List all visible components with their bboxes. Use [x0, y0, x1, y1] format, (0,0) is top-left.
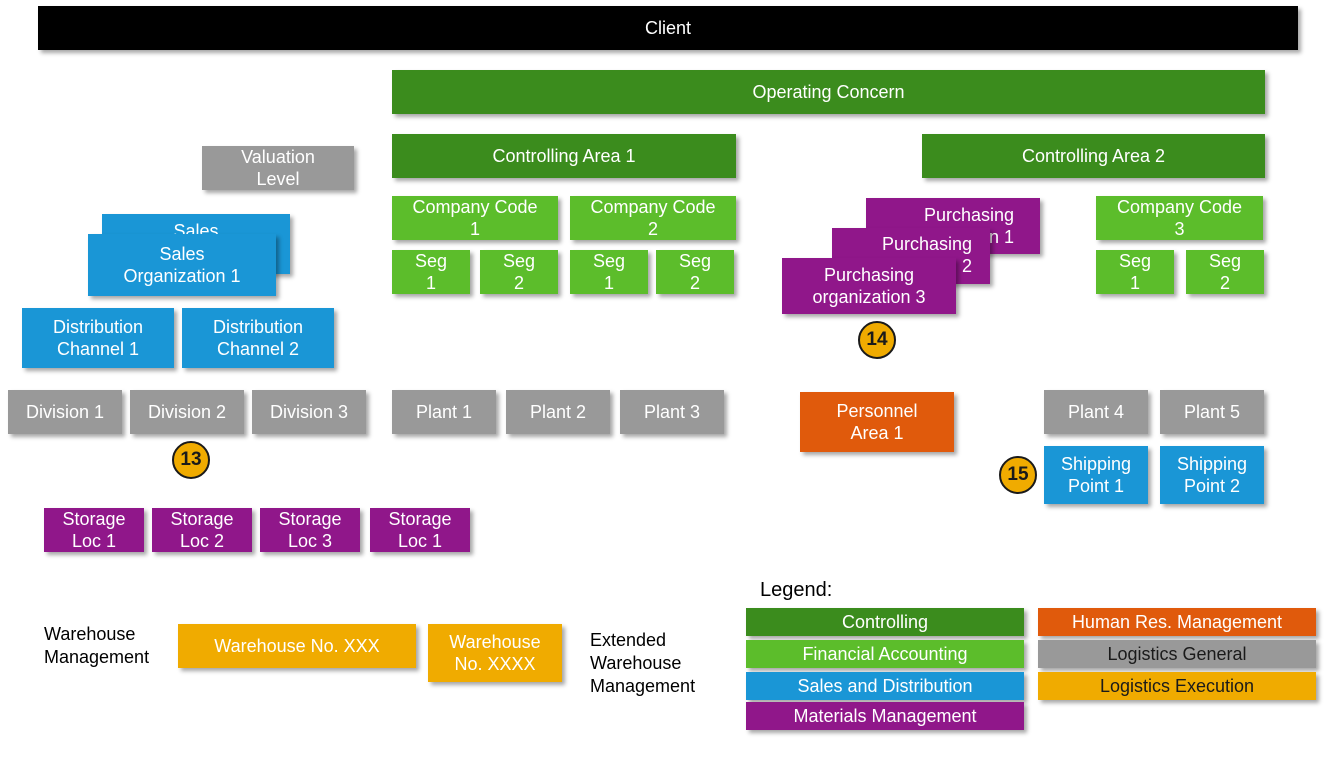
plant-2-box: Plant 2 [506, 390, 610, 434]
shipping-point-2-box: Shipping Point 2 [1160, 446, 1264, 504]
segment-box: Seg 2 [480, 250, 558, 294]
storage-location-box: Storage Loc 1 [370, 508, 470, 552]
segment-box: Seg 1 [392, 250, 470, 294]
legend-item-controlling: Controlling [746, 608, 1024, 636]
valuation-level-box: Valuation Level [202, 146, 354, 190]
shipping-point-1-box: Shipping Point 1 [1044, 446, 1148, 504]
step-13-badge: 13 [172, 441, 210, 479]
warehouse-no-xxxx-box: Warehouse No. XXXX [428, 624, 562, 682]
legend-item-human-resources: Human Res. Management [1038, 608, 1316, 636]
legend-item-logistics-execution: Logistics Execution [1038, 672, 1316, 700]
segment-box: Seg 1 [570, 250, 648, 294]
storage-location-box: Storage Loc 2 [152, 508, 252, 552]
personnel-area-box: Personnel Area 1 [800, 392, 954, 452]
division-3-box: Division 3 [252, 390, 366, 434]
plant-3-box: Plant 3 [620, 390, 724, 434]
legend-item-materials-management: Materials Management [746, 702, 1024, 730]
segment-box: Seg 2 [1186, 250, 1264, 294]
controlling-area-2-box: Controlling Area 2 [922, 134, 1265, 178]
division-1-box: Division 1 [8, 390, 122, 434]
client-box: Client [38, 6, 1298, 50]
storage-location-box: Storage Loc 1 [44, 508, 144, 552]
plant-1-box: Plant 1 [392, 390, 496, 434]
storage-location-box: Storage Loc 3 [260, 508, 360, 552]
company-code-2-box: Company Code 2 [570, 196, 736, 240]
operating-concern-box: Operating Concern [392, 70, 1265, 114]
legend-item-sales-distribution: Sales and Distribution [746, 672, 1024, 700]
warehouse-no-xxx-box: Warehouse No. XXX [178, 624, 416, 668]
legend-item-logistics-general: Logistics General [1038, 640, 1316, 668]
warehouse-management-label: Warehouse Management [44, 624, 150, 667]
company-code-3-box: Company Code 3 [1096, 196, 1263, 240]
legend-title: Legend: [760, 579, 833, 601]
step-14-badge: 14 [858, 321, 896, 359]
controlling-area-1-box: Controlling Area 1 [392, 134, 736, 178]
segment-box: Seg 2 [656, 250, 734, 294]
plant-4-box: Plant 4 [1044, 390, 1148, 434]
sales-organization-1-box: Sales Organization 1 [88, 234, 276, 296]
purchasing-organization-3-box: Purchasing organization 3 [782, 258, 956, 314]
legend-item-financial-accounting: Financial Accounting [746, 640, 1024, 668]
distribution-channel-2-box: Distribution Channel 2 [182, 308, 334, 368]
plant-5-box: Plant 5 [1160, 390, 1264, 434]
company-code-1-box: Company Code 1 [392, 196, 558, 240]
extended-warehouse-label: Extended Warehouse Management [590, 630, 696, 696]
segment-box: Seg 1 [1096, 250, 1174, 294]
distribution-channel-1-box: Distribution Channel 1 [22, 308, 174, 368]
division-2-box: Division 2 [130, 390, 244, 434]
step-15-badge: 15 [999, 456, 1037, 494]
